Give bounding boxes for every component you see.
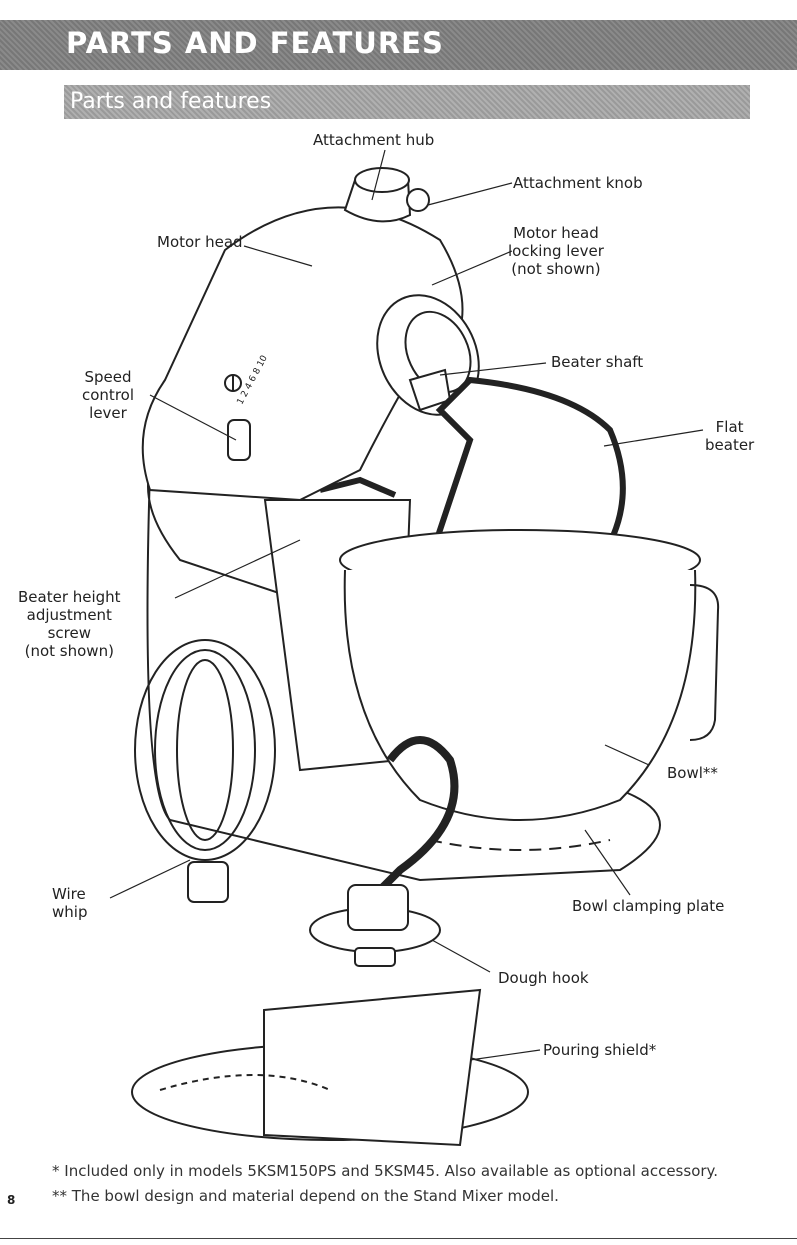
label-pouring-shield: Pouring shield* [543, 1041, 657, 1059]
footnote-2: ** The bowl design and material depend o… [52, 1187, 559, 1205]
label-locking-lever: Motor head locking lever (not shown) [508, 224, 604, 278]
label-bowl: Bowl** [667, 764, 718, 782]
label-wire-whip: Wire whip [52, 885, 88, 921]
label-beater-height: Beater height adjustment screw (not show… [18, 588, 121, 660]
dough-hook-shape [309, 736, 459, 967]
label-attachment-hub: Attachment hub [313, 131, 435, 149]
section-header-band: PARTS AND FEATURES [0, 20, 797, 70]
section-title: Parts and features [70, 89, 272, 114]
page-number: 8 [7, 1193, 16, 1207]
subsection-header-band: Parts and features [64, 85, 750, 119]
attachment-knob-shape [406, 188, 430, 212]
label-beater-shaft: Beater shaft [551, 353, 644, 371]
pouring-shield-shape [131, 988, 529, 1147]
label-flat-beater: Flat beater [705, 418, 755, 454]
label-speed-control: Speed control lever [82, 368, 134, 422]
wire-whip-shape [134, 639, 276, 903]
label-attachment-knob: Attachment knob [513, 174, 643, 192]
label-bowl-clamping-plate: Bowl clamping plate [572, 897, 725, 915]
label-motor-head: Motor head [157, 233, 243, 251]
footnote-1: * Included only in models 5KSM150PS and … [52, 1162, 719, 1180]
bottom-rule [0, 1238, 797, 1239]
page-title: PARTS AND FEATURES [66, 26, 444, 60]
bowl-shape [343, 569, 697, 821]
label-dough-hook: Dough hook [498, 969, 589, 987]
